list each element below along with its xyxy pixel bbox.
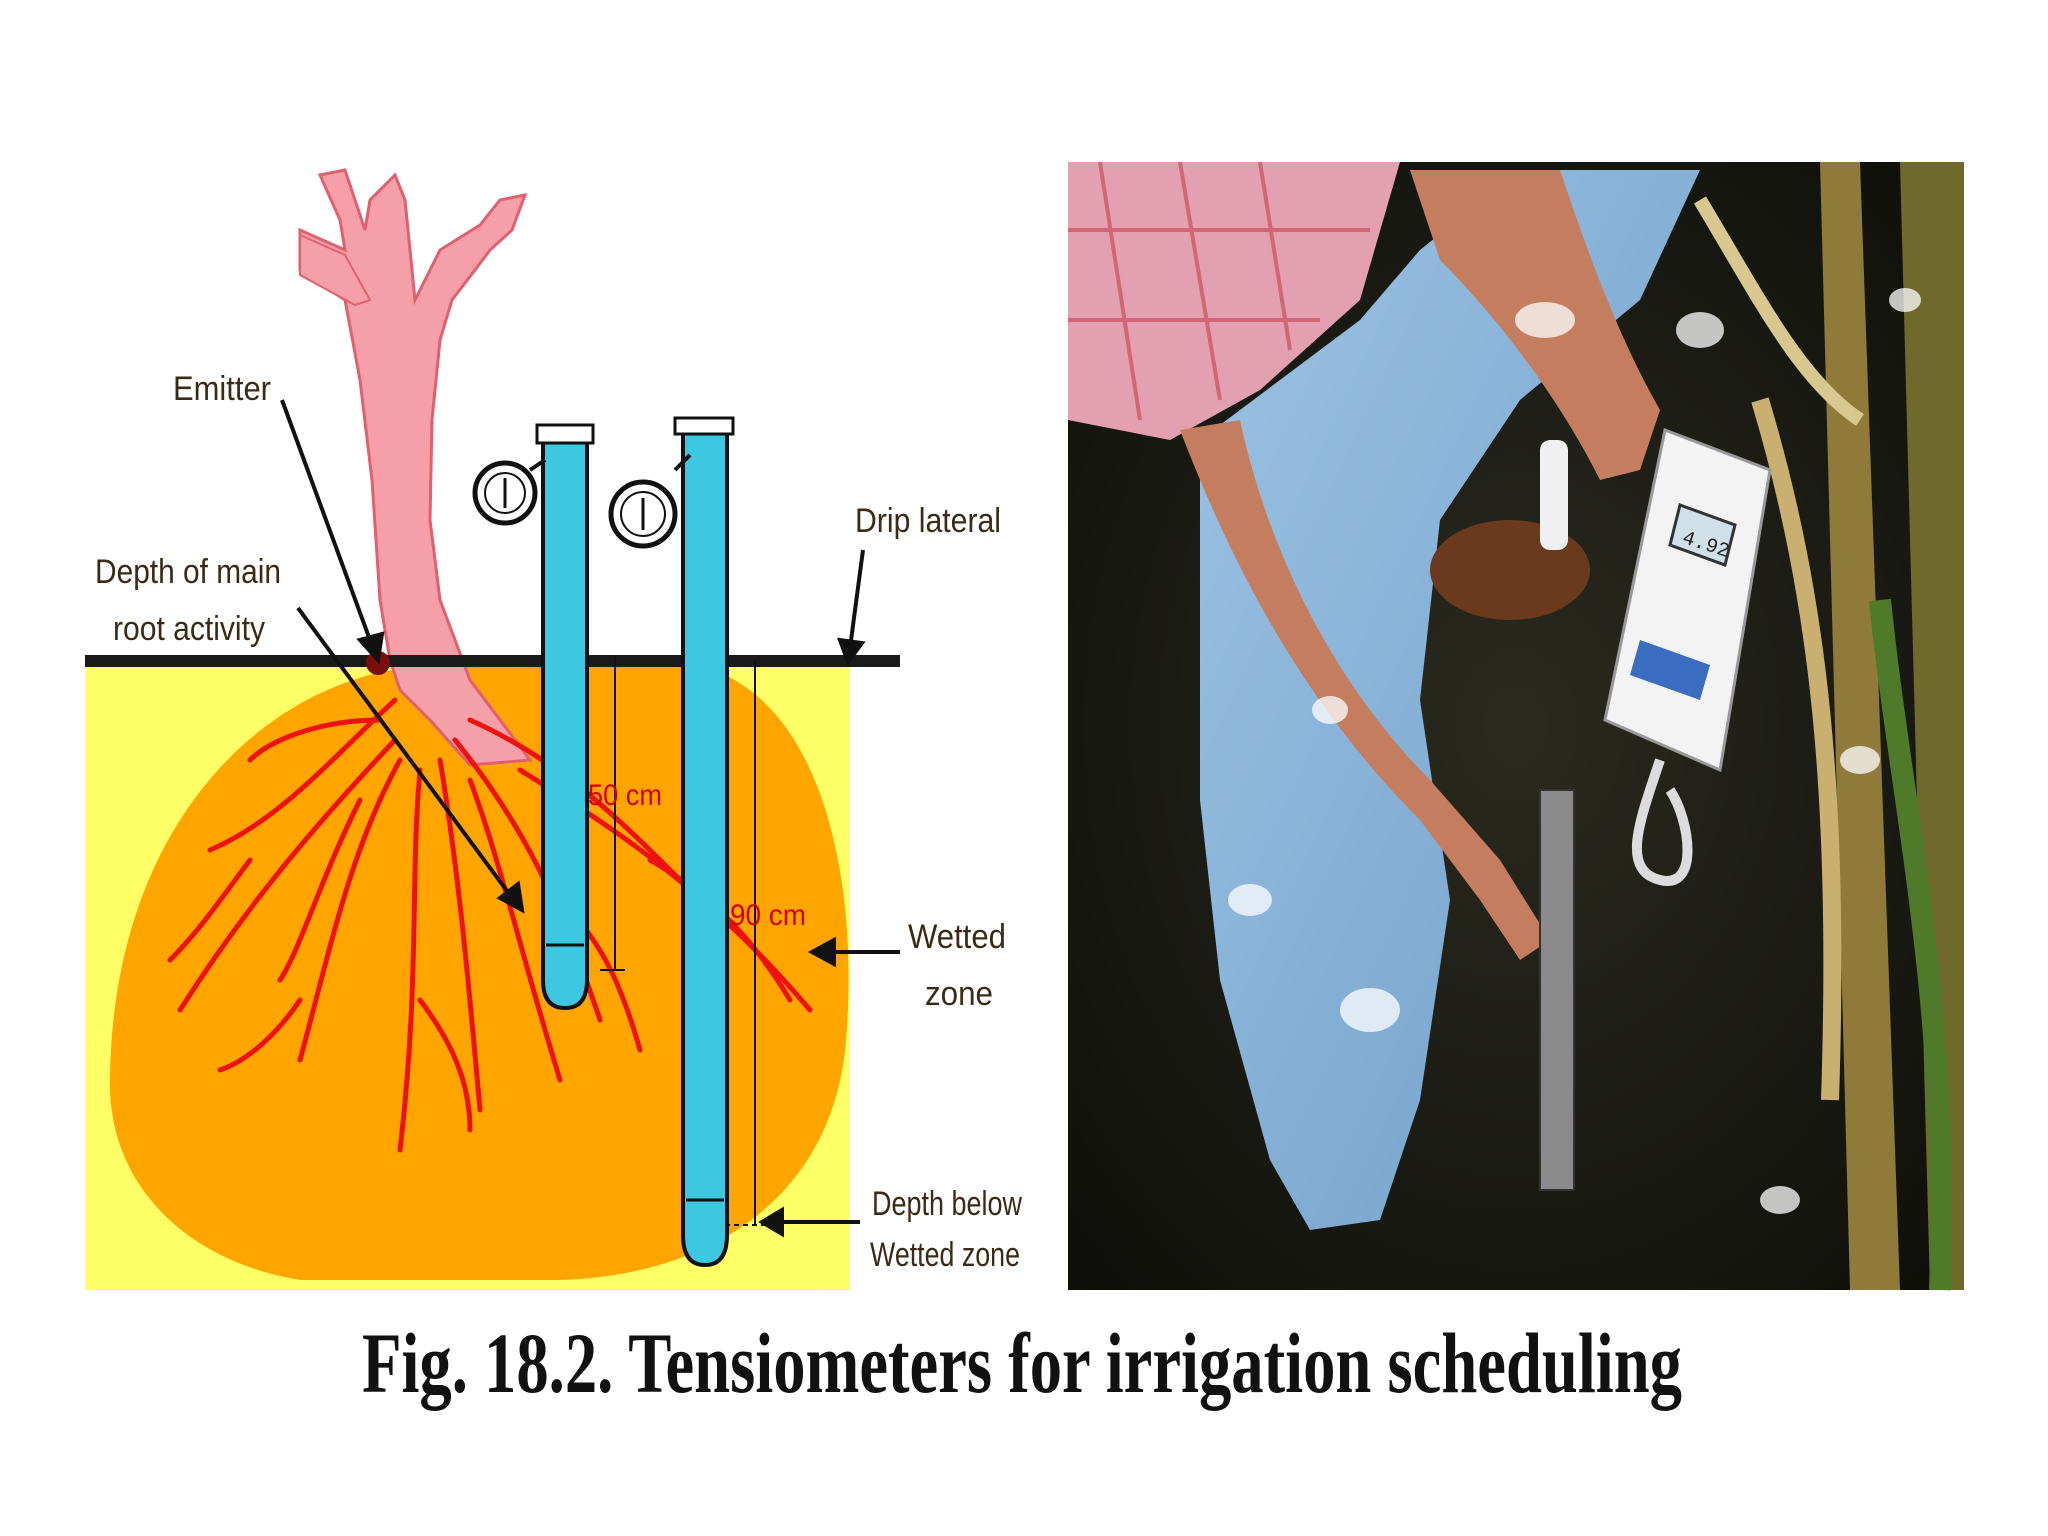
shirt-plaid-lines	[1068, 161, 1370, 421]
figure-caption: Fig. 18.2. Tensiometers for irrigation s…	[362, 1315, 1682, 1411]
label-wetted-line2: zone	[925, 975, 993, 1013]
label-50-cm: 50 cm	[588, 779, 662, 812]
wetted-zone	[110, 666, 849, 1280]
emitter-point	[366, 651, 390, 675]
sunlight-spots	[1228, 288, 1921, 1214]
label-drip-lateral: Drip lateral	[855, 502, 1001, 540]
depth-markers	[600, 655, 770, 1226]
tensiometer-long	[608, 416, 735, 1268]
tensiometer-diagram: Emitter Depth of main root activity Drip…	[85, 168, 1022, 1290]
handheld-meter: 4.92	[1603, 427, 1772, 886]
soil-tensiometer-tube	[1539, 789, 1575, 1191]
field-photo: 4.92	[1068, 161, 1964, 1291]
label-depth-main-line2: root activity	[113, 610, 265, 648]
label-depth-below-line2: Wetted zone	[870, 1236, 1020, 1274]
arm	[1180, 420, 1550, 960]
jeans-leg	[1200, 170, 1700, 1230]
label-emitter: Emitter	[173, 370, 271, 408]
soil-tensiometer-cap	[1540, 440, 1568, 550]
tree-branch-left	[299, 233, 372, 307]
leader-arrows	[280, 399, 900, 1238]
corn-plants	[1693, 162, 1964, 1291]
drip-lateral-pipe	[85, 655, 900, 667]
label-wetted-line1: Wetted	[908, 918, 1006, 956]
label-depth-below-line1: Depth below	[872, 1185, 1022, 1223]
tensiometer-short	[472, 423, 595, 1011]
label-90-cm: 90 cm	[730, 899, 806, 932]
label-depth-main-line1: Depth of main	[95, 553, 281, 591]
